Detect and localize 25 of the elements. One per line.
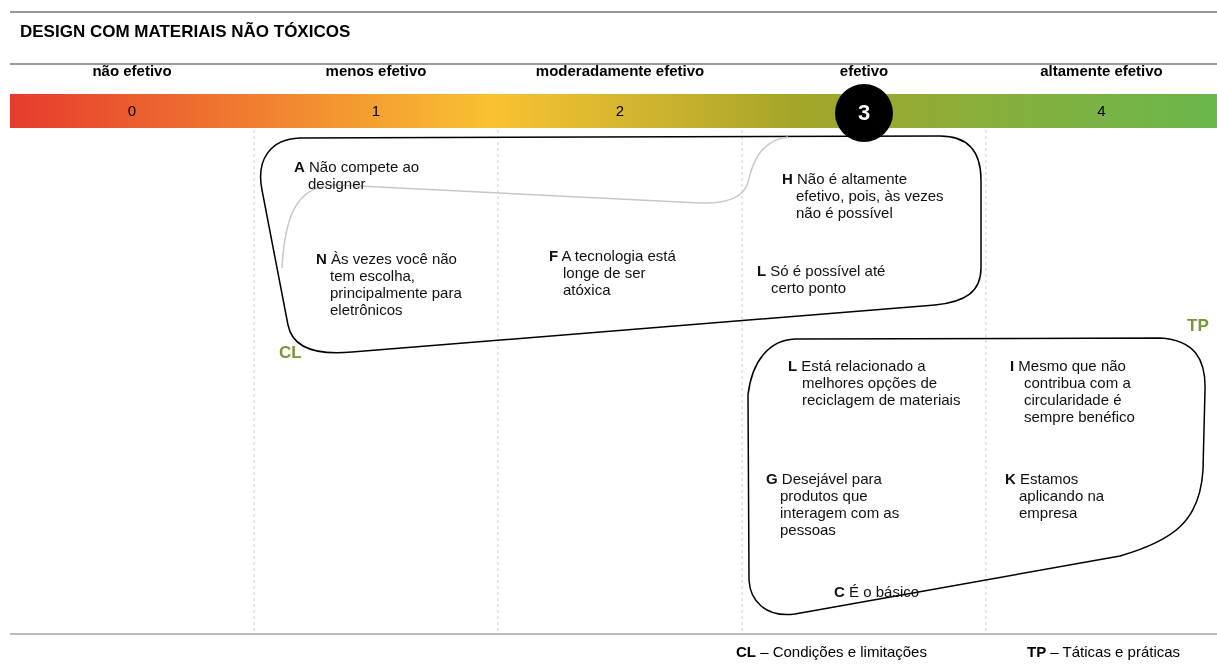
statement-text: N Às vezes você não tem escolha, principalmente para eletrônicos [316, 250, 480, 318]
statement-text: F A tecnologia está longe de ser atóxica [549, 247, 683, 298]
statement-text: H Não é altamente efetivo, pois, às vezes não é possível [782, 170, 956, 221]
scale-heading: moderadamente efetivo [534, 62, 706, 79]
scale-heading: altamente efetivo [1039, 62, 1164, 79]
legend-text: CL – Condições e limitações [736, 643, 927, 660]
legend-text: TP – Táticas e práticas [1027, 643, 1181, 660]
group-heading: TP [1187, 316, 1209, 336]
scale-number: 4 [1096, 102, 1107, 119]
score-circle: 3 [835, 84, 893, 142]
scale-number: 2 [614, 102, 626, 119]
statement-text: K Estamos aplicando na empresa [1005, 470, 1129, 521]
scale-number: 1 [370, 102, 382, 119]
diagram-title: DESIGN COM MATERIAIS NÃO TÓXICOS [20, 22, 351, 42]
scale-number: 0 [126, 102, 138, 119]
group-heading: CL [279, 343, 302, 363]
scale-heading: efetivo [838, 62, 890, 79]
statement-text: A Não compete ao designer [294, 158, 428, 192]
statement-text: I Mesmo que não contribua com a circularidade é sempre benéfico [1010, 357, 1174, 425]
scale-heading: não efetivo [91, 62, 173, 79]
scale-heading: menos efetivo [324, 62, 428, 79]
statement-text: L Está relacionado a melhores opções de reciclagem de materiais [788, 357, 962, 408]
statement-text: L Só é possível até certo ponto [757, 262, 901, 296]
statement-text: G Desejável para produtos que interagem com as pessoas [766, 470, 920, 538]
statement-text: C É o básico [834, 583, 978, 600]
